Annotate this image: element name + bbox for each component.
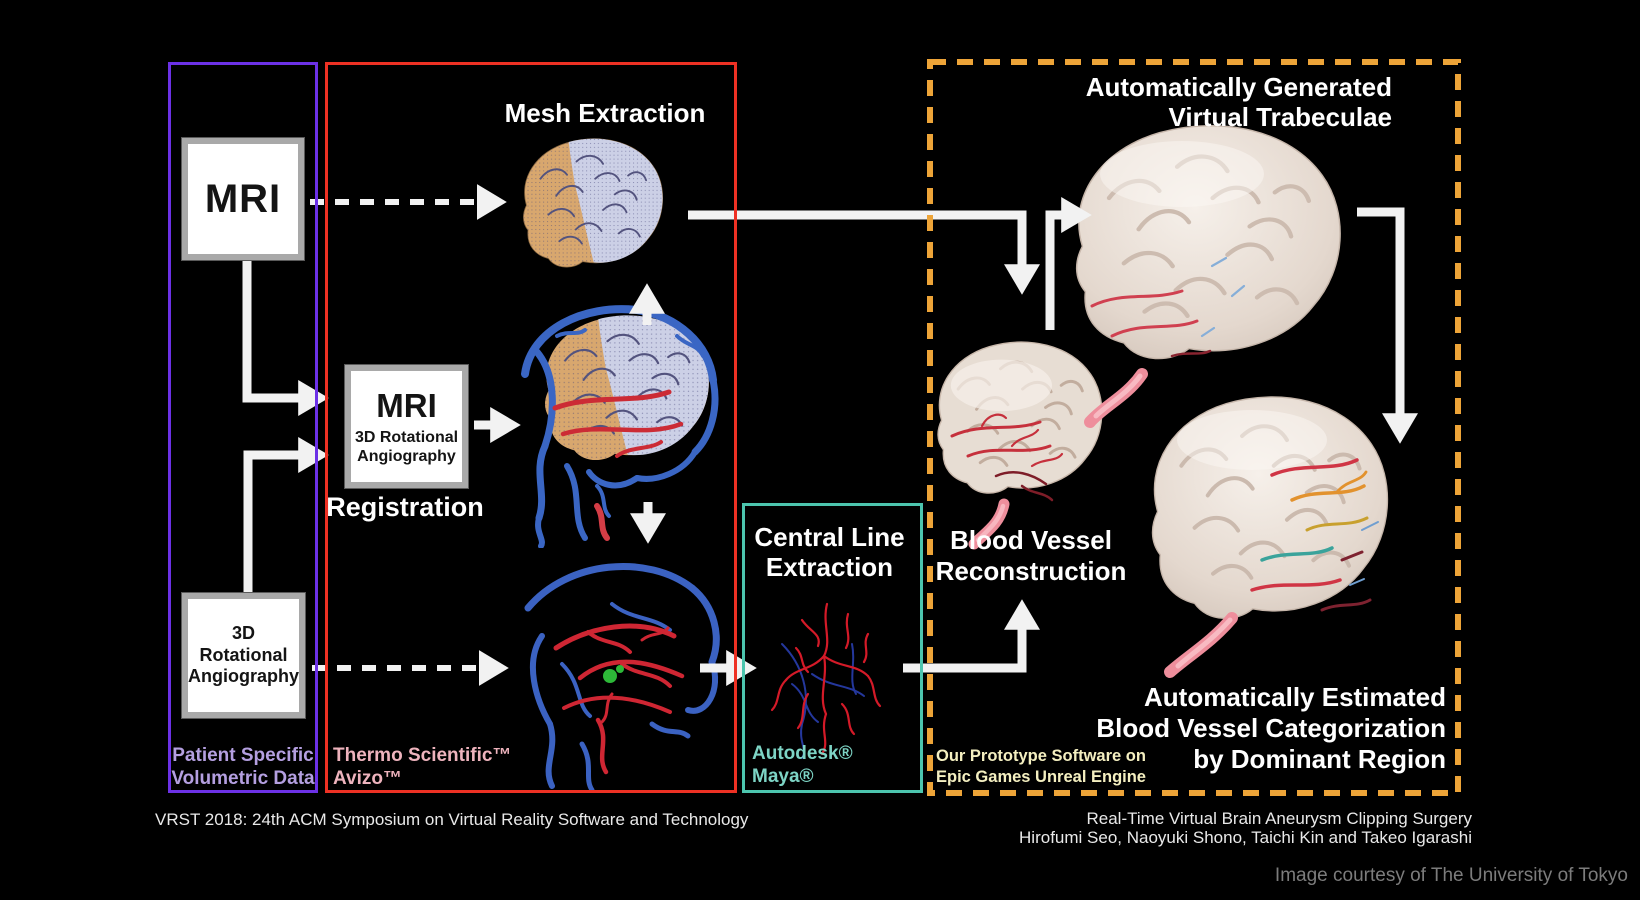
- virtual-trabeculae-label: Automatically Generated Virtual Trabecul…: [1085, 72, 1392, 133]
- rotational-angiography-node: 3D Rotational Angiography: [182, 593, 305, 718]
- arrow-centralline-to-reconstruction: [903, 599, 1040, 673]
- paper-title: Real-Time Virtual Brain Aneurysm Clippin…: [1086, 809, 1473, 828]
- rotational-angiography-label: 3D Rotational Angiography: [188, 623, 299, 687]
- mri-label: MRI: [204, 176, 282, 221]
- registered-brain-image: [521, 305, 719, 548]
- image-credit: Image courtesy of The University of Toky…: [1274, 865, 1628, 886]
- registration-title: MRI: [376, 387, 437, 425]
- central-line-extraction-label: Central Line Extraction: [754, 522, 905, 583]
- patient-data-caption: Patient Specific Volumetric Data: [171, 745, 315, 790]
- vessel-brain-image: [524, 563, 720, 792]
- arrow-trabeculae-to-categorization: [1357, 207, 1418, 444]
- mesh-extraction-label: Mesh Extraction: [504, 98, 706, 128]
- blood-vessel-reconstruction-label: Blood Vessel Reconstruction: [935, 525, 1127, 586]
- arrow-mesh-to-reconstruction: [688, 210, 1040, 295]
- registration-caption: Registration: [326, 492, 484, 522]
- arrow-reconstruction-to-trabeculae: [1045, 197, 1092, 330]
- categorization-label: Automatically Estimated Blood Vessel Cat…: [1096, 682, 1446, 775]
- registration-node: MRI 3D Rotational Angiography: [345, 365, 468, 488]
- avizo-caption: Thermo Scientific™ Avizo™: [333, 745, 512, 790]
- paper-authors: Hirofumi Seo, Naoyuki Shono, Taichi Kin …: [1019, 827, 1472, 847]
- conference-text: VRST 2018: 24th ACM Symposium on Virtual…: [155, 810, 749, 829]
- paper-reference: Real-Time Virtual Brain Aneurysm Clippin…: [1019, 810, 1472, 848]
- arrow-angio-to-registration: [243, 437, 329, 592]
- arrow-mri-to-registration: [242, 257, 329, 416]
- mesh-brain-image: [523, 138, 663, 268]
- centerline-image: [770, 602, 882, 759]
- unreal-caption: Our Prototype Software on Epic Games Unr…: [936, 747, 1146, 787]
- mri-node: MRI: [182, 138, 304, 260]
- registration-subtitle: 3D Rotational Angiography: [354, 429, 459, 465]
- maya-caption: Autodesk® Maya®: [752, 743, 853, 788]
